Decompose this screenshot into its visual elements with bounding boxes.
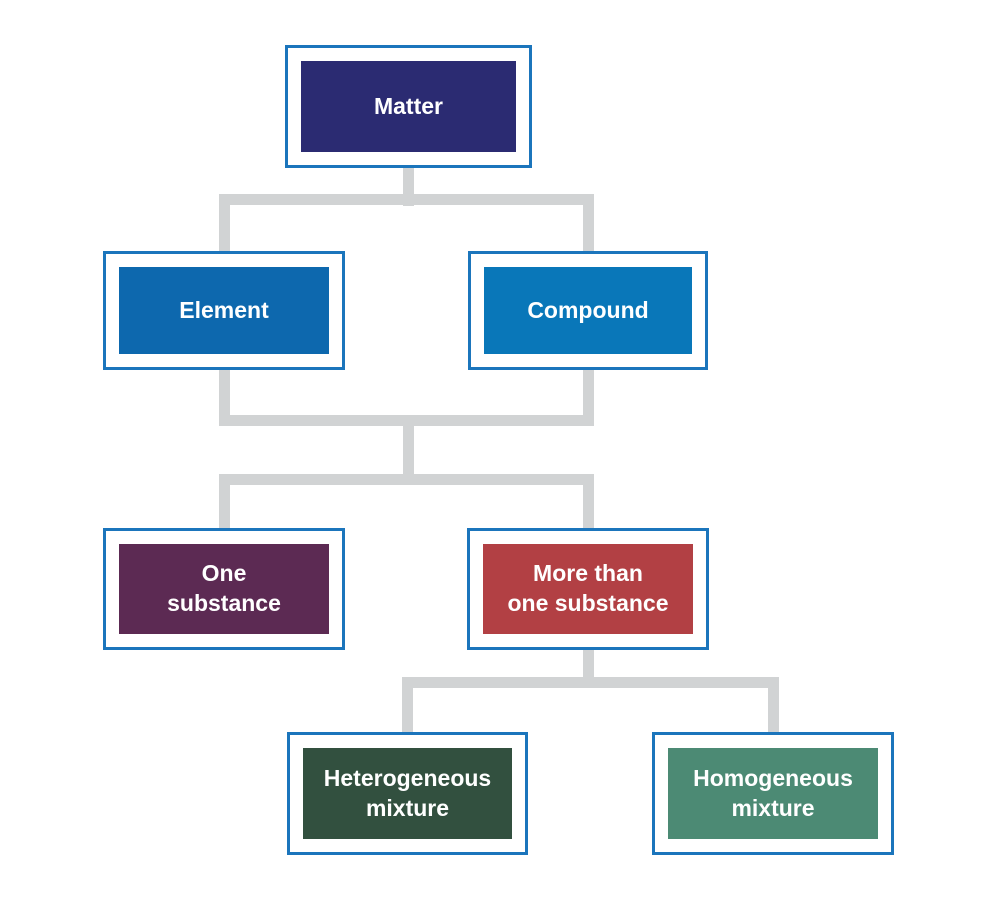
node-compound-label: Compound [527,296,649,323]
node-more-than-one-substance: More than one substance [467,528,709,650]
node-element-fill: Element [119,267,329,354]
connector-to-one-substance [218,474,230,528]
connector-to-element [218,194,230,251]
connector-to-homogeneous-mixture [767,677,779,732]
connector-level4-split-bar [402,677,779,688]
node-homogeneous-mixture-label: Homogeneous mixture [693,764,853,821]
node-compound-fill: Compound [484,267,692,354]
node-element: Element [103,251,345,370]
node-compound: Compound [468,251,708,370]
connector-matter-stem [402,168,414,206]
node-one-substance: One substance [103,528,345,650]
connector-from-element [218,370,230,426]
node-more-than-one-substance-label: More than one substance [507,560,669,616]
connector-to-heterogeneous-mixture [402,677,413,732]
connector-to-compound [582,194,594,251]
connector-merge-trunk [402,415,414,485]
connector-from-compound [582,370,594,426]
connector-level3-split-bar [218,474,594,485]
connector-to-more-than-one-substance [582,474,594,528]
connector-more-than-one-stem [582,650,594,688]
node-matter-fill: Matter [301,61,516,152]
node-homogeneous-mixture-fill: Homogeneous mixture [668,748,878,839]
node-heterogeneous-mixture-fill: Heterogeneous mixture [303,748,512,839]
node-heterogeneous-mixture: Heterogeneous mixture [287,732,528,855]
node-matter-label: Matter [373,92,443,119]
node-matter: Matter [285,45,532,168]
connector-level1-split-bar [218,194,594,205]
node-homogeneous-mixture: Homogeneous mixture [652,732,894,855]
node-element-label: Element [179,296,269,323]
node-one-substance-label: One substance [167,560,281,616]
node-heterogeneous-mixture-label: Heterogeneous mixture [323,764,492,821]
node-more-than-one-substance-fill: More than one substance [483,544,693,634]
node-one-substance-fill: One substance [119,544,329,634]
